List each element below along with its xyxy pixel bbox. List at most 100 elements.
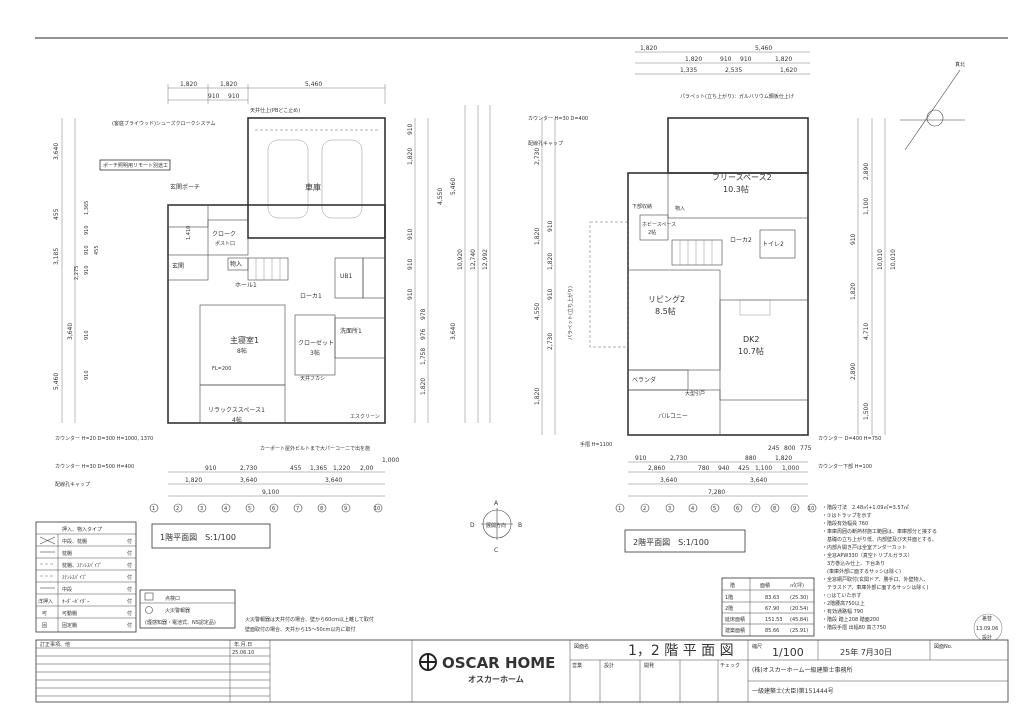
floor2-plan: 1,820 5,460 1,820 910 910 1,820 1,335 2,… [528, 45, 965, 553]
f1-porch-light-box [99, 159, 171, 171]
svg-text:455: 455 [94, 245, 100, 255]
svg-text:ｽﾃﾝﾚｽﾊﾟｲﾌﾟ: ｽﾃﾝﾚｽﾊﾟｲﾌﾟ [62, 574, 87, 581]
svg-text:910: 910 [720, 56, 732, 63]
svg-text:2,730: 2,730 [670, 455, 687, 462]
f2-note-slider: 大型引戸 [685, 390, 705, 397]
svg-text:火災警報器: 火災警報器 [165, 607, 190, 614]
f1-garage-walls [247, 117, 386, 239]
svg-text:910: 910 [635, 455, 647, 462]
f1-dim-top-sub-1: 910 [208, 93, 220, 100]
svg-text:2,00: 2,00 [360, 465, 374, 472]
svg-text:・全窓APW330（真空トリプルガラス）: ・全窓APW330（真空トリプルガラス） [822, 552, 913, 559]
svg-text:1,820: 1,820 [407, 148, 414, 165]
north-arrow-icon: 真北 [900, 61, 965, 151]
svg-text:3,640: 3,640 [450, 323, 457, 340]
svg-text:1,000: 1,000 [382, 457, 399, 464]
svg-text:1,500: 1,500 [863, 403, 870, 420]
svg-text:910: 910 [407, 123, 414, 135]
svg-text:1,820: 1,820 [534, 228, 541, 245]
f2-room-hobby: ホビースペース [642, 221, 676, 228]
svg-text:8: 8 [773, 506, 776, 512]
svg-text:4: 4 [224, 506, 227, 512]
svg-text:付: 付 [127, 622, 132, 629]
svg-text:(車庫外部に面するサッシは除く): (車庫外部に面するサッシは除く) [822, 568, 901, 575]
svg-text:1,820: 1,820 [775, 455, 792, 462]
svg-text:4,550: 4,550 [437, 188, 444, 205]
svg-text:3,640: 3,640 [660, 477, 677, 484]
svg-text:12,992: 12,992 [482, 249, 489, 270]
f1-room-hall: ホール1 [235, 282, 257, 289]
revision-stamp: 差替 13.09.06 設計 [973, 613, 1003, 643]
f1-room-relax-size: 4帖 [232, 416, 242, 424]
f1-note-ceiling-fukashi: 天井フカシ [300, 375, 325, 382]
compass-b: B [518, 522, 522, 529]
svg-text:3,640: 3,640 [325, 477, 342, 484]
f1-grid-numbers: 1 2 3 4 5 6 7 8 9 10 [149, 503, 383, 513]
f1-note-ceiling: 天井仕上(PBどこ止め) [250, 107, 300, 114]
svg-text:2,890: 2,890 [850, 363, 857, 380]
svg-text:3方巻込み仕上、下台あり: 3方巻込み仕上、下台あり [822, 560, 885, 567]
svg-text:910: 910 [84, 225, 90, 235]
revision-date-label: 年.月.日 [234, 641, 252, 648]
svg-text:・内部片開き戸は全室アンダーカット: ・内部片開き戸は全室アンダーカット [822, 544, 907, 551]
f1-room-closet: クローゼット [298, 339, 334, 347]
svg-text:付: 付 [127, 610, 132, 617]
floor1-plan: 1,820 1,820 5,460 910 910 車庫 天井仕上(PBどこ止め… [53, 81, 491, 549]
svg-text:83.63: 83.63 [765, 595, 779, 601]
svg-text:1,220: 1,220 [333, 465, 350, 472]
f1-room-master-size: 8帖 [237, 347, 247, 355]
f2-room-veranda: ベランダ [632, 376, 656, 384]
svg-text:1,365: 1,365 [310, 465, 327, 472]
svg-text:(煙感知器・電池式、NS認定品): (煙感知器・電池式、NS認定品) [145, 619, 216, 626]
svg-text:4,550: 4,550 [534, 303, 541, 320]
office-name: (株)オスカーホーム一級建築士事務所 [752, 666, 853, 674]
kitchen-island [739, 299, 771, 316]
svg-text:可: 可 [42, 611, 47, 617]
f2-grid-numbers: 1 2 3 4 5 6 7 8 9 10 [615, 503, 817, 513]
svg-text:12,740: 12,740 [470, 249, 477, 270]
f2-room-lobby: ローカ2 [730, 237, 752, 244]
svg-text:9: 9 [793, 506, 796, 512]
scale-label: 縮尺 [752, 643, 762, 650]
svg-text:・有効通路幅 790: ・有効通路幅 790 [822, 608, 863, 615]
f2-room-dk-size: 10.7帖 [738, 346, 764, 356]
f2-left-dimensions: 2,730 1,820 4,550 910 1,820 910 2,730 1,… [534, 118, 556, 435]
drawing-date: 25年 7月30日 [840, 647, 892, 657]
drawing-no-label: 図面No. [934, 644, 953, 650]
f2-room-hobby-size: 2帖 [648, 229, 656, 236]
f2-room-living-size: 8.5帖 [655, 306, 676, 316]
svg-text:洋押入: 洋押入 [38, 598, 53, 605]
fire-note-2: 壁面取付の場合、天井から15～50cm以内に取付 [245, 626, 355, 633]
svg-text:10,920: 10,920 [457, 249, 464, 270]
car-outline-left [267, 139, 309, 219]
svg-text:枕棚: 枕棚 [62, 550, 72, 557]
svg-text:1,820: 1,820 [185, 477, 202, 484]
svg-text:425: 425 [738, 465, 750, 472]
f2-toilet-area [759, 229, 796, 259]
f1-relax-area [199, 384, 286, 424]
f2-room-balcony: バルコニー [658, 413, 688, 420]
svg-text:5,460: 5,460 [450, 178, 457, 195]
svg-text:・車庫周囲の断熱材施工範囲は、車庫部分と接する: ・車庫周囲の断熱材施工範囲は、車庫部分と接する [822, 528, 937, 535]
svg-text:1,820: 1,820 [775, 56, 792, 63]
svg-text:910: 910 [84, 245, 90, 255]
svg-text:(20.54): (20.54) [790, 606, 808, 612]
svg-text:㎡(坪): ㎡(坪) [790, 582, 804, 589]
floor1-top-dimensions: 1,820 1,820 5,460 910 910 [167, 81, 386, 104]
svg-text:7: 7 [296, 506, 299, 512]
f1-bathtub [362, 257, 386, 299]
svg-text:可動棚: 可動棚 [62, 610, 77, 617]
f2-balcony-area [627, 389, 721, 436]
svg-text:2: 2 [176, 506, 179, 512]
svg-text:オスカーホーム: オスカーホーム [468, 675, 524, 684]
svg-text:9: 9 [344, 506, 347, 512]
svg-text:6: 6 [272, 506, 275, 512]
f1-note-fl: FL=200 [212, 366, 231, 372]
f2-note-handrail: 手摺 H=1100 [580, 441, 612, 448]
svg-text:910: 910 [740, 56, 752, 63]
svg-text:1: 1 [152, 506, 155, 512]
svg-text:7: 7 [754, 506, 757, 512]
design-label: 設計 [604, 662, 614, 669]
f1-bottom-dimensions: 910 2,730 455 1,365 1,220 2,00 1,820 3,6… [168, 457, 399, 497]
svg-text:2階: 2階 [725, 605, 733, 612]
